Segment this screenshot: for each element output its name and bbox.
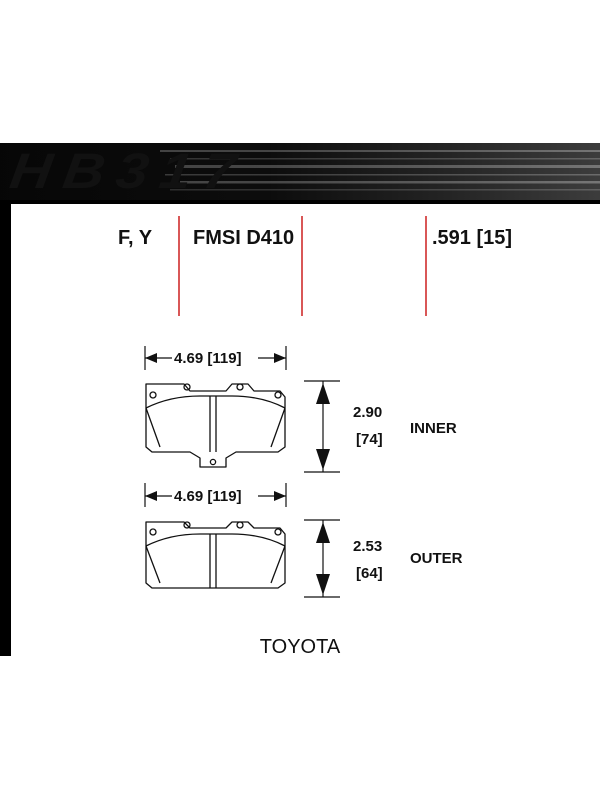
outer-pad-outline [145, 521, 286, 589]
inner-width-label: 4.69 [119] [174, 350, 242, 367]
outer-height-value: 2.53 [353, 538, 383, 555]
inner-height-metric: [74] [356, 431, 383, 448]
inner-width-dimension [144, 346, 287, 370]
outer-width-label: 4.69 [119] [174, 488, 242, 505]
outer-height-dimension [304, 519, 340, 598]
part-number: HB317 [6, 143, 251, 199]
position-code: F, Y [118, 227, 153, 249]
inner-height-dimension [304, 380, 340, 473]
inner-side-label: INNER [410, 420, 457, 437]
outer-width-dimension [144, 483, 287, 507]
inner-pad-outline [145, 383, 286, 468]
vehicle-make: TOYOTA [259, 636, 341, 658]
fmsi-number: FMSI D410 [193, 227, 295, 249]
frame-line-left [0, 200, 11, 656]
header-bar [0, 143, 600, 204]
pad-thickness: .591 [15] [432, 227, 513, 249]
outer-height-metric: [64] [356, 565, 383, 582]
outer-side-label: OUTER [410, 550, 463, 567]
inner-height-value: 2.90 [353, 404, 383, 421]
